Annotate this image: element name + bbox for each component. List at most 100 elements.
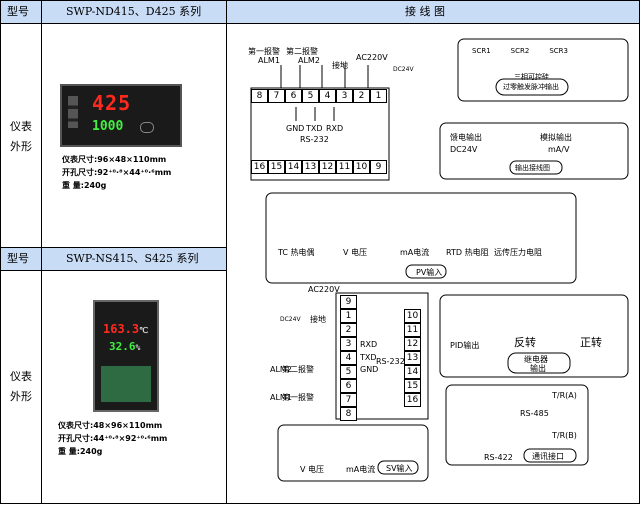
wiring-svg-1: [250, 38, 629, 284]
terminal: 3: [336, 89, 353, 103]
rxd-label-2: RXD: [360, 340, 378, 349]
device-display-top-2: 163.3℃: [103, 322, 148, 338]
pv-label-remote: 远传压力电阻: [494, 248, 542, 257]
terminal-row-top: 8 7 6 5 4 3 2 1: [251, 89, 387, 103]
dc24-label-2: DC24V: [280, 316, 301, 323]
terminal: 2: [340, 323, 357, 337]
model-label: 型号: [7, 5, 29, 18]
terminal: 2: [353, 89, 370, 103]
terminal: 5: [302, 89, 319, 103]
relay-label-2: 输出: [530, 364, 546, 373]
pv-label-rtd: RTD 热电阻: [446, 248, 489, 257]
side-label-1a: 仪表: [10, 120, 32, 133]
side-label-1b: 外形: [10, 140, 32, 153]
terminal: 11: [404, 323, 421, 337]
pv-input-label: PV输入: [416, 268, 443, 277]
spec-weight-2: 重 量:240g: [58, 447, 103, 456]
pv-label-v: V 电压: [343, 248, 368, 257]
rs422-label: RS-422: [484, 453, 513, 462]
terminal: 10: [404, 309, 421, 323]
analog-out-label: 模拟输出: [540, 133, 572, 142]
terminal: 12: [319, 160, 336, 174]
device-photo-1: 425 1000: [60, 84, 182, 147]
wiring-svg-2: [277, 292, 629, 482]
scr-note-2: 过零触发脉冲输出: [503, 83, 559, 91]
wiring-title: 接 线 图: [405, 5, 445, 18]
terminal: 5: [340, 365, 357, 379]
sv-v-label: V 电压: [300, 465, 325, 474]
terminal-row-bottom: 16 15 14 13 12 11 10 9: [251, 160, 387, 174]
wiring-diagram-1: 第一报警 ALM1 第二报警 ALM2 接地 AC220V DC24V 8 7 …: [228, 25, 638, 300]
gnd-label: GND: [286, 124, 305, 133]
device-leds-1: [68, 96, 78, 128]
terminal: 16: [404, 393, 421, 407]
side-label-2b: 外形: [10, 390, 32, 403]
spec-cutout-2: 开孔尺寸:44⁺⁰·⁸×92⁺⁰·⁶mm: [58, 434, 168, 443]
alm1-label-2: ALM1: [270, 393, 292, 402]
terminal: 11: [336, 160, 353, 174]
sv-input-label: SV输入: [386, 464, 413, 473]
feed-out-label: 馈电输出: [450, 133, 482, 142]
terminal: 14: [285, 160, 302, 174]
alarm2-label-2: 第二报警: [282, 365, 314, 374]
terminal: 10: [353, 160, 370, 174]
terminal-col-left: 9 1 2 3 4 5 6 7 8: [340, 295, 357, 421]
device-photo-2: 163.3℃ 32.6%: [93, 300, 159, 412]
device-display-bottom-2: 32.6%: [109, 340, 140, 354]
terminal: 3: [340, 337, 357, 351]
terminal-col-right: 10 11 12 13 14 15 16: [404, 309, 421, 407]
device-display-unit-bottom-2: %: [135, 343, 141, 352]
terminal: 1: [340, 309, 357, 323]
reverse-label: 反转: [514, 336, 536, 349]
gnd-label-2: GND: [360, 365, 379, 374]
terminal: 8: [251, 89, 268, 103]
spec-weight-1: 重 量:240g: [62, 181, 107, 190]
terminal: 13: [302, 160, 319, 174]
analog-ma-label: mA/V: [548, 145, 570, 154]
terminal: 6: [285, 89, 302, 103]
spec-size-1: 仪表尺寸:96×48×110mm: [62, 155, 167, 164]
alarm2-label: 第二报警: [286, 47, 318, 56]
alm1-label: ALM1: [258, 56, 280, 65]
relay-label-1: 继电器: [524, 355, 548, 364]
ground-label: 接地: [332, 61, 348, 70]
device-display-top-1: 425: [92, 91, 132, 115]
device-button-1: [140, 122, 154, 133]
forward-label: 正转: [580, 336, 602, 349]
device-display-bottom-1: 1000: [92, 119, 124, 134]
device-display-unit-2: ℃: [139, 326, 149, 335]
scr-note-1: 三相可控硅: [514, 73, 549, 81]
sv-ma-label: mA电流: [346, 465, 376, 474]
terminal: 7: [340, 393, 357, 407]
alm2-label: ALM2: [298, 56, 320, 65]
wiring-diagram-2: AC220V DC24V 接地 RXD TXD RS-232 GND 第二报警 …: [228, 285, 638, 502]
rs232-label: RS-232: [300, 135, 329, 144]
ac220-label: AC220V: [356, 53, 388, 62]
alm2-label-2: ALM2: [270, 365, 292, 374]
device-keypad-2: [101, 366, 151, 402]
device-display-bottom-value-2: 32.6: [109, 340, 136, 353]
terminal: 14: [404, 365, 421, 379]
scr-terminals: SCR1 SCR2 SCR3: [472, 47, 568, 55]
feed-dc-label: DC24V: [450, 145, 478, 154]
terminal: 8: [340, 407, 357, 421]
model-value-2: SWP-NS415、S425 系列: [66, 252, 199, 265]
alarm1-label-2: 第一报警: [282, 393, 314, 402]
txd-label: TXD: [306, 124, 323, 133]
terminal: 9: [370, 160, 387, 174]
terminal: 4: [319, 89, 336, 103]
model-value-cell: [41, 0, 227, 24]
model-value: SWP-ND415、D425 系列: [66, 5, 202, 18]
terminal: 4: [340, 351, 357, 365]
terminal: 13: [404, 351, 421, 365]
terminal: 15: [404, 379, 421, 393]
terminal: 7: [268, 89, 285, 103]
output-wiring-label: 输出接线图: [515, 164, 550, 172]
txd-label-2: TXD: [360, 353, 377, 362]
rs485-label: RS-485: [520, 409, 549, 418]
alarm1-label: 第一报警: [248, 47, 280, 56]
pv-label-tc: TC 热电偶: [278, 248, 315, 257]
dc24-label: DC24V: [393, 66, 414, 73]
ground-label-2: 接地: [310, 315, 326, 324]
pid-out-label: PID输出: [450, 341, 480, 350]
